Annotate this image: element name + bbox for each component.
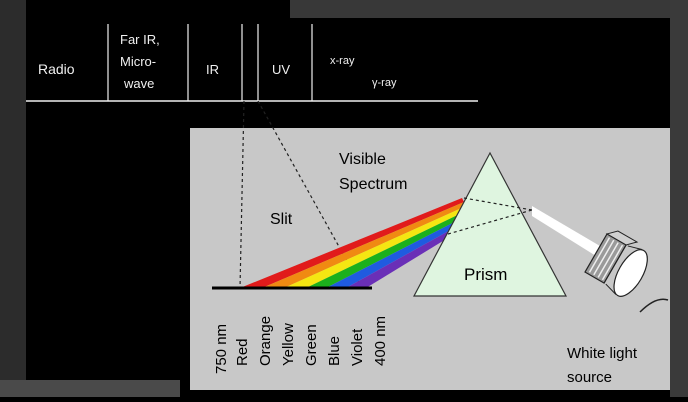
- screen-label-yellow: Yellow: [280, 323, 297, 366]
- white-light-beam: [532, 206, 600, 256]
- screen-label-orange: Orange: [257, 316, 274, 366]
- band-far-ir-line3: wave: [123, 76, 154, 91]
- visible-spectrum-label-line1: Visible: [339, 151, 386, 168]
- band-far-ir-line2: Micro-: [120, 54, 156, 69]
- screen-label-400nm: 400 nm: [372, 316, 389, 366]
- screen-label-750nm: 750 nm: [213, 324, 230, 374]
- diagram-panel: [190, 128, 670, 390]
- projection-line-red: [239, 100, 245, 289]
- bottom-frame-strip: [0, 380, 180, 397]
- prism-label: Prism: [464, 265, 507, 284]
- rainbow-fan: [240, 198, 474, 288]
- right-frame-strip: [670, 0, 688, 397]
- band-far-ir-line1: Far IR,: [120, 32, 160, 47]
- band-gamma: γ-ray: [372, 77, 397, 89]
- top-frame-strip: [290, 0, 688, 18]
- light-source-cable: [639, 298, 669, 313]
- screen-label-violet: Violet: [349, 328, 366, 366]
- light-source-icon: [584, 230, 648, 297]
- screen-label-blue: Blue: [326, 336, 343, 366]
- white-light-label-line1: White light: [567, 345, 638, 362]
- wavelength-labels: 750 nm Red Orange Yellow Green Blue Viol…: [213, 316, 389, 374]
- beam-blue: [326, 214, 472, 288]
- band-xray: x-ray: [330, 55, 355, 67]
- beam-green: [306, 210, 470, 288]
- projection-lines: [239, 100, 363, 289]
- beam-yellow: [284, 206, 468, 288]
- band-ir: IR: [206, 62, 219, 77]
- beam-red: [240, 198, 464, 288]
- prism: [413, 151, 567, 297]
- band-radio: Radio: [38, 61, 75, 77]
- screen-label-green: Green: [303, 324, 320, 366]
- visible-spectrum-label-line2: Spectrum: [339, 176, 407, 193]
- spectrum-header: Radio Far IR, Micro- wave IR UV x-ray γ-…: [26, 24, 478, 102]
- prism-internal-ray: [447, 209, 533, 235]
- beam-orange: [262, 202, 466, 288]
- band-uv: UV: [272, 62, 290, 77]
- beam-violet: [346, 218, 474, 288]
- prism-shape: [413, 151, 567, 297]
- white-light-label-line2: source: [567, 369, 612, 386]
- slit-label: Slit: [270, 211, 293, 228]
- screen-label-red: Red: [234, 338, 251, 366]
- left-frame-strip: [0, 0, 26, 397]
